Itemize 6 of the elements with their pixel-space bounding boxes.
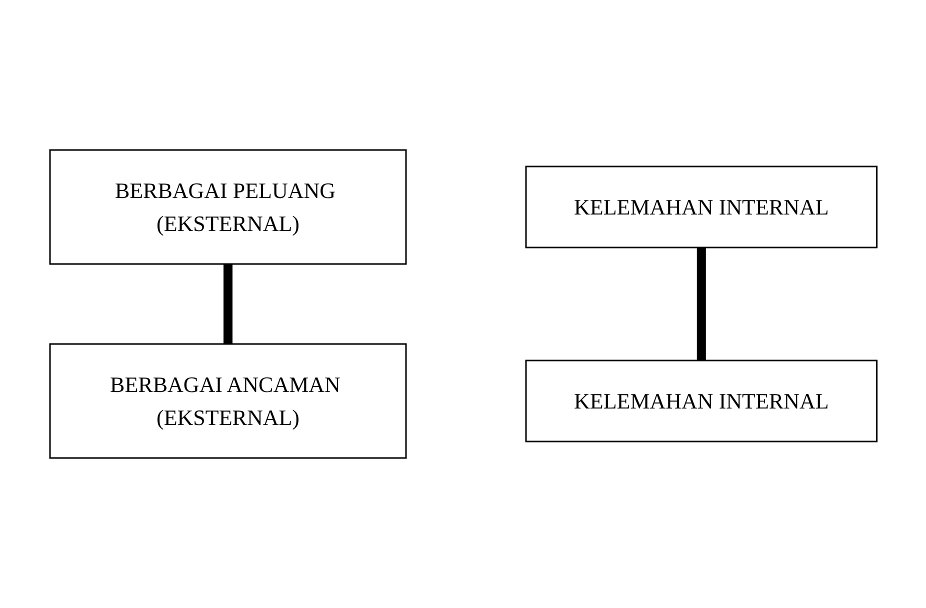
node-box: KELEMAHAN INTERNAL xyxy=(524,166,878,248)
node-box: BERBAGAI ANCAMAN (EKSTERNAL) xyxy=(48,343,406,459)
connector xyxy=(223,264,232,344)
connector xyxy=(696,248,706,360)
node-box: KELEMAHAN INTERNAL xyxy=(524,360,878,442)
node-box: BERBAGAI PELUANG (EKSTERNAL) xyxy=(48,149,406,265)
